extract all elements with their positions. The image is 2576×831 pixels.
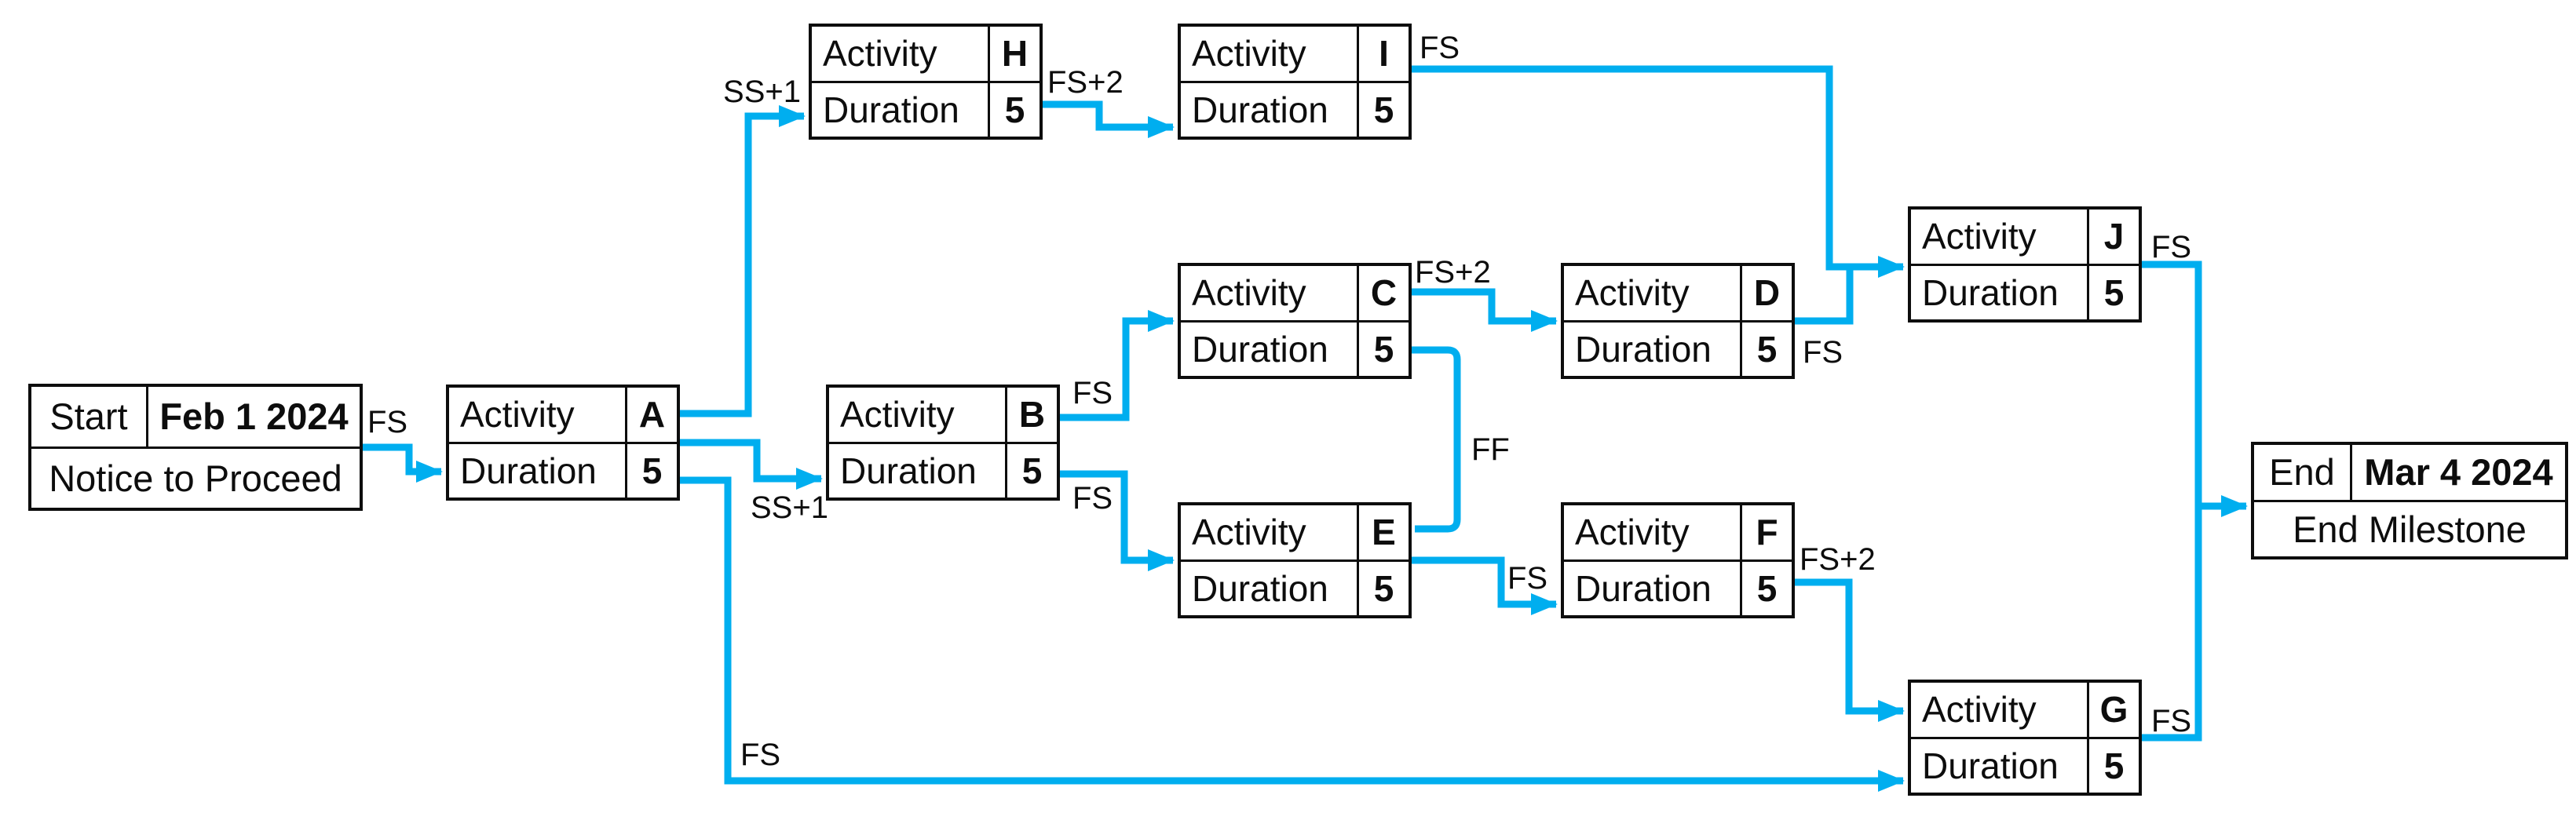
connector-labels: FS SS+1 SS+1 FS FS FS FS+2 FF FS FS+2 FS… — [367, 31, 2191, 772]
start-milestone-node: Start Feb 1 2024 Notice to Proceed — [28, 384, 363, 511]
duration-value-c: 5 — [1357, 322, 1409, 376]
edge-label-d-j: FS — [1803, 335, 1843, 370]
edge-d-to-j — [1793, 264, 1854, 325]
activity-id-a: A — [625, 388, 677, 442]
edge-label-c-d: FS+2 — [1415, 255, 1491, 290]
duration-label: Duration — [1575, 328, 1712, 370]
activity-label: Activity — [823, 33, 937, 75]
duration-value-b: 5 — [1005, 443, 1057, 498]
edge-label-e-f: FS — [1507, 561, 1547, 596]
activity-label: Activity — [1192, 33, 1306, 75]
activity-label: Activity — [1922, 689, 2037, 731]
duration-value-g: 5 — [2087, 738, 2139, 793]
edge-f-to-g — [1793, 578, 1905, 722]
edge-label-a-g: FS — [740, 738, 780, 772]
duration-label: Duration — [460, 450, 597, 491]
connector-edges — [361, 65, 2248, 792]
end-description: End Milestone — [2293, 508, 2527, 550]
duration-label: Duration — [1575, 567, 1712, 609]
edge-label-c-e: FF — [1471, 432, 1510, 467]
activity-label: Activity — [1192, 272, 1306, 314]
duration-label: Duration — [840, 450, 977, 491]
start-date: Feb 1 2024 — [146, 387, 360, 446]
edge-b-to-c — [1058, 310, 1175, 421]
activity-id-b: B — [1005, 388, 1057, 442]
edge-a-to-g — [678, 476, 1905, 792]
start-top-row: Start Feb 1 2024 — [31, 387, 360, 446]
edge-label-i-j: FS — [1420, 31, 1460, 65]
edge-b-to-e — [1058, 470, 1175, 571]
duration-label: Duration — [1922, 745, 2059, 786]
edge-i-to-j — [1410, 65, 1905, 278]
edge-e-to-f — [1410, 556, 1558, 615]
duration-label: Duration — [1192, 328, 1328, 370]
activity-id-e: E — [1357, 505, 1409, 559]
activity-id-j: J — [2087, 210, 2139, 264]
activity-node-b: Activity B Duration 5 — [826, 385, 1060, 501]
duration-value-e: 5 — [1357, 561, 1409, 615]
start-bottom-row: Notice to Proceed — [31, 446, 360, 508]
edge-label-a-h: SS+1 — [723, 75, 801, 109]
activity-id-h: H — [988, 27, 1040, 81]
end-milestone-node: End Mar 4 2024 End Milestone — [2251, 442, 2568, 559]
activity-node-j: Activity J Duration 5 — [1908, 206, 2142, 323]
duration-value-j: 5 — [2087, 265, 2139, 319]
start-label: Start — [49, 395, 128, 438]
activity-id-c: C — [1357, 266, 1409, 320]
activity-label: Activity — [1192, 512, 1306, 553]
duration-value-f: 5 — [1740, 561, 1792, 615]
duration-value-d: 5 — [1740, 322, 1792, 376]
duration-label: Duration — [823, 89, 959, 130]
edge-j-to-end — [2140, 261, 2248, 517]
activity-label: Activity — [1575, 512, 1690, 553]
activity-label: Activity — [460, 394, 575, 436]
activity-id-f: F — [1740, 505, 1792, 559]
edge-label-f-g: FS+2 — [1800, 542, 1876, 577]
activity-label: Activity — [840, 394, 955, 436]
edge-start-to-a — [361, 443, 443, 483]
edge-label-g-end: FS — [2151, 704, 2191, 738]
end-top-row: End Mar 4 2024 — [2254, 445, 2565, 500]
activity-id-i: I — [1357, 27, 1409, 81]
edge-c-to-d — [1410, 288, 1558, 332]
activity-node-e: Activity E Duration 5 — [1178, 502, 1412, 618]
activity-id-d: D — [1740, 266, 1792, 320]
duration-value-a: 5 — [625, 443, 677, 498]
activity-id-g: G — [2087, 683, 2139, 737]
edge-h-to-i — [1041, 100, 1175, 138]
duration-label: Duration — [1192, 567, 1328, 609]
edge-label-start-a: FS — [367, 405, 407, 439]
activity-node-g: Activity G Duration 5 — [1908, 680, 2142, 796]
activity-label: Activity — [1922, 216, 2037, 257]
edge-label-j-end: FS — [2151, 230, 2191, 264]
duration-label: Duration — [1192, 89, 1328, 130]
edge-a-to-h — [678, 105, 806, 417]
edge-label-b-c: FS — [1072, 376, 1113, 410]
edge-g-to-end — [2140, 503, 2202, 742]
end-date: Mar 4 2024 — [2350, 445, 2565, 500]
edge-label-a-b: SS+1 — [751, 490, 828, 525]
activity-node-f: Activity F Duration 5 — [1561, 502, 1795, 618]
end-label: End — [2269, 451, 2335, 494]
start-description: Notice to Proceed — [49, 457, 342, 499]
edge-label-b-e: FS — [1072, 481, 1113, 516]
end-bottom-row: End Milestone — [2254, 499, 2565, 557]
edge-a-to-b — [678, 439, 823, 490]
activity-node-d: Activity D Duration 5 — [1561, 263, 1795, 379]
edge-label-h-i: FS+2 — [1047, 65, 1124, 100]
activity-node-i: Activity I Duration 5 — [1178, 24, 1412, 140]
edge-c-to-e-ff — [1410, 346, 1461, 533]
duration-value-i: 5 — [1357, 82, 1409, 137]
activity-node-a: Activity A Duration 5 — [446, 385, 680, 501]
activity-node-h: Activity H Duration 5 — [809, 24, 1043, 140]
duration-value-h: 5 — [988, 82, 1040, 137]
activity-node-c: Activity C Duration 5 — [1178, 263, 1412, 379]
duration-label: Duration — [1922, 272, 2059, 313]
activity-label: Activity — [1575, 272, 1690, 314]
